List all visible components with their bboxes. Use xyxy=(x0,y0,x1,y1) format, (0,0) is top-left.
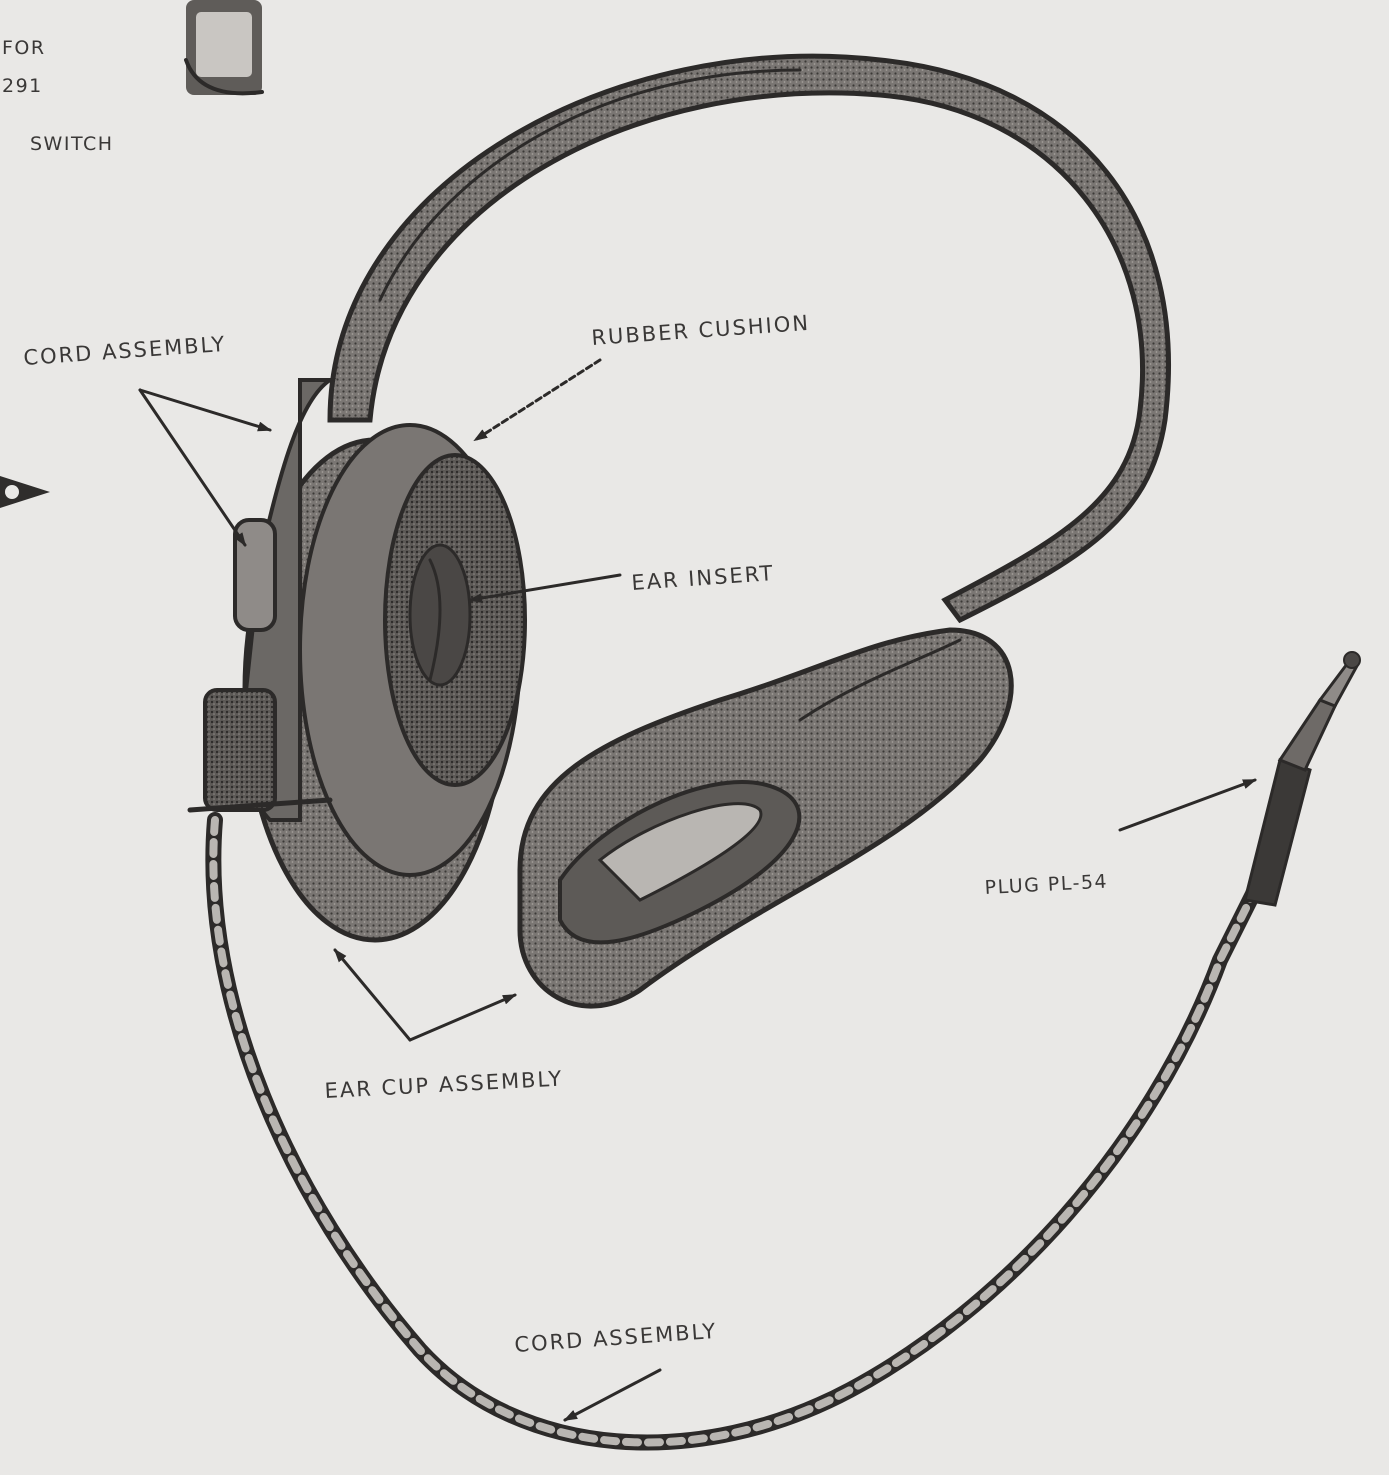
partial-arrow-icon xyxy=(0,476,50,508)
right-earcup xyxy=(520,630,1011,1006)
left-earcup xyxy=(190,380,525,940)
label-ear-cup-assembly: EAR CUP ASSEMBLY xyxy=(324,1067,564,1103)
label-rubber-cushion: RUBBER CUSHION xyxy=(591,311,811,350)
label-switch-partial: SWITCH xyxy=(30,133,114,155)
label-ear-insert: EAR INSERT xyxy=(631,561,776,595)
label-top-partial-1: FOR xyxy=(2,37,46,59)
plug-pl-54 xyxy=(1245,652,1360,905)
partial-switch-drawing xyxy=(186,0,262,95)
label-plug: PLUG PL-54 xyxy=(984,871,1108,899)
label-top-partial-2: 291 xyxy=(2,75,43,97)
label-cord-assembly-bottom: CORD ASSEMBLY xyxy=(514,1319,718,1357)
label-cord-assembly-top: CORD ASSEMBLY xyxy=(23,332,227,370)
